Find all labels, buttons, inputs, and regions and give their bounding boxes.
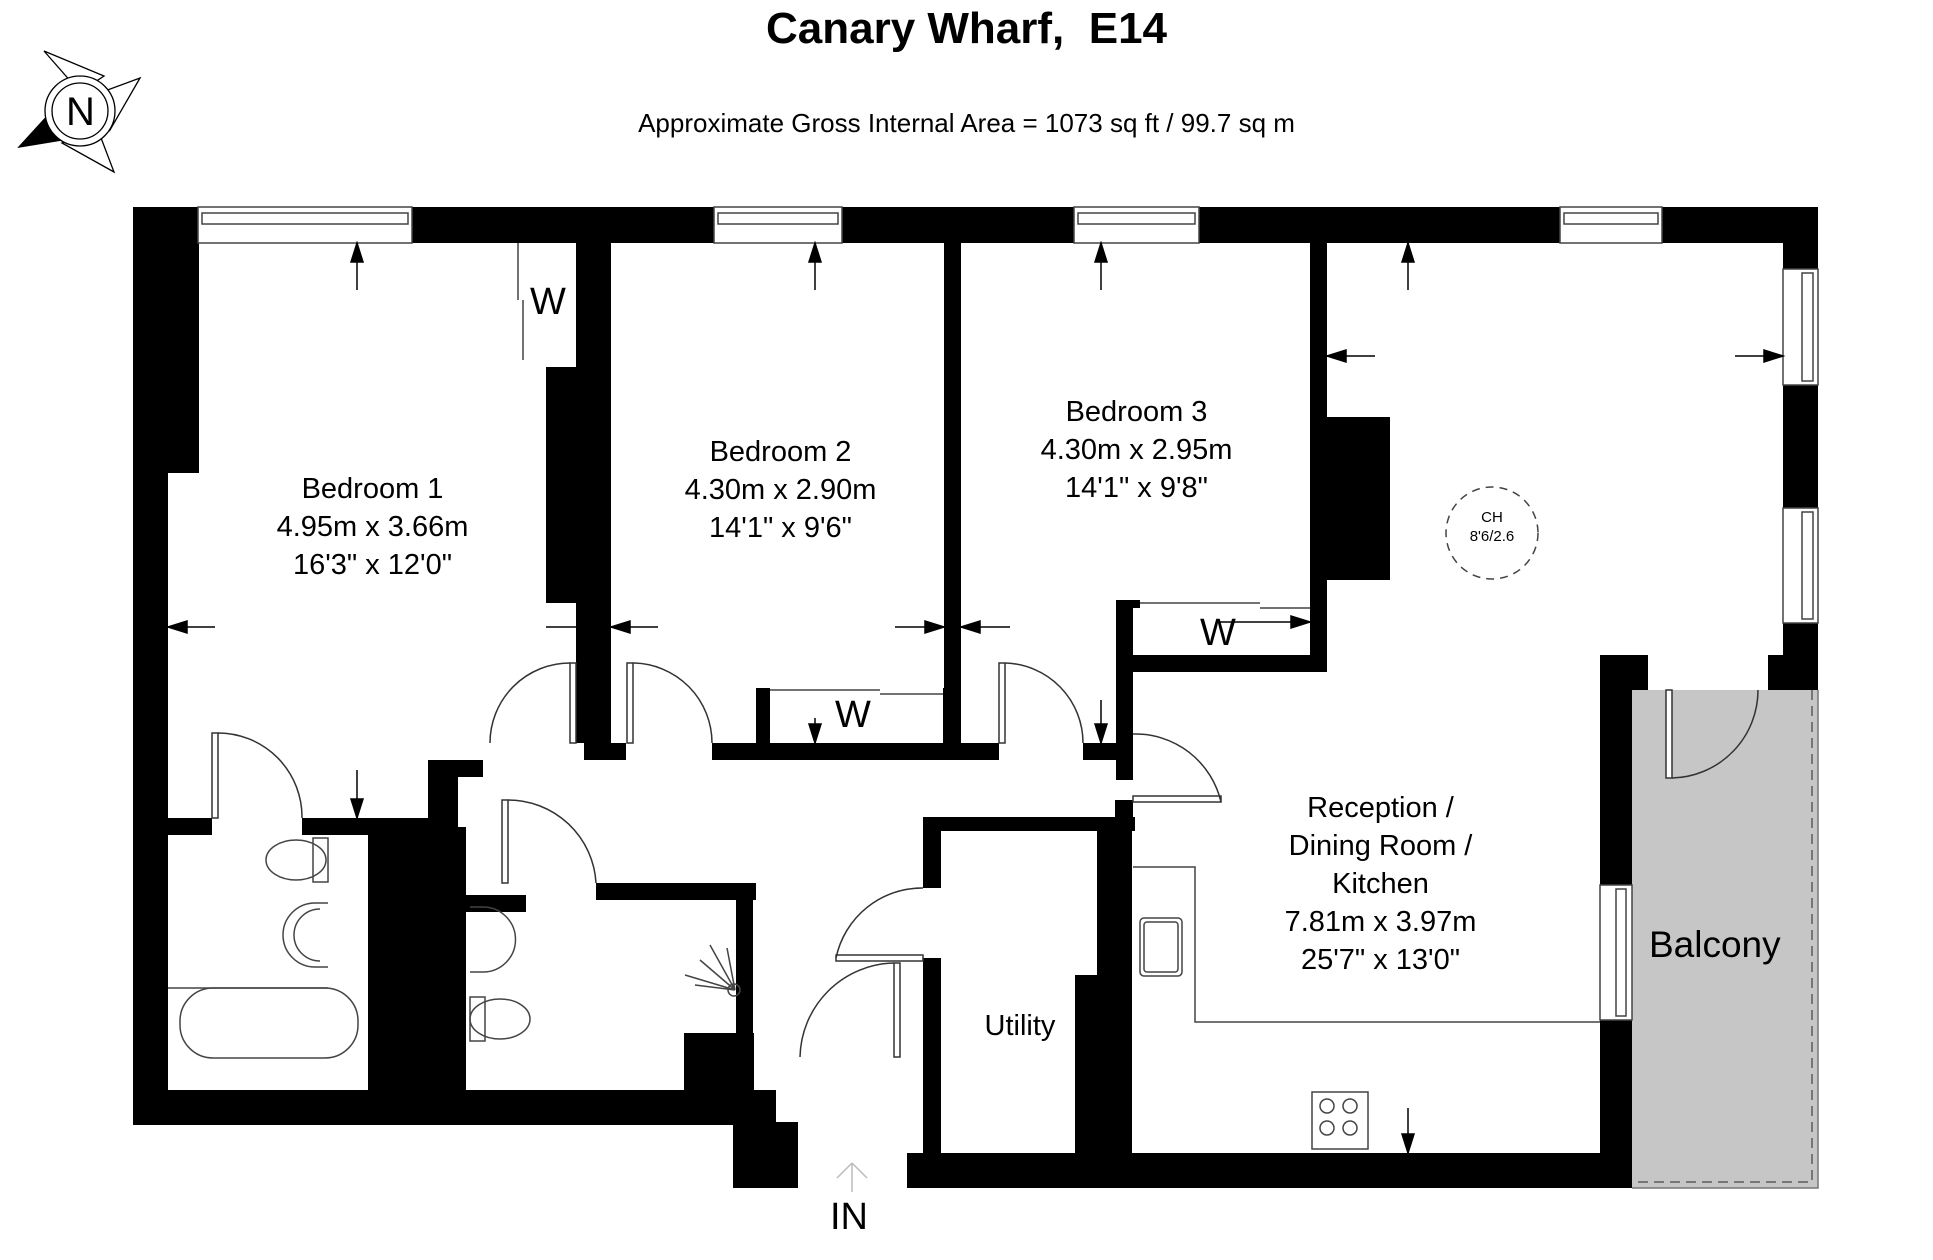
room-metric: 4.30m x 2.95m bbox=[1040, 434, 1233, 466]
wardrobe-label: W bbox=[835, 694, 871, 736]
room-label-balcony: Balcony bbox=[1649, 924, 1781, 965]
fixtures bbox=[168, 837, 1600, 1150]
wardrobe-label: W bbox=[1200, 612, 1236, 654]
gross-area-subtitle: Approximate Gross Internal Area = 1073 s… bbox=[638, 108, 1295, 138]
room-imperial: 16'3" x 12'0" bbox=[292, 549, 453, 581]
entrance-label: IN bbox=[830, 1196, 868, 1238]
room-name-line: Dining Room / bbox=[1288, 830, 1473, 862]
compass-north-label: N bbox=[66, 90, 95, 134]
entrance-arrow-icon bbox=[836, 1162, 868, 1192]
walls bbox=[133, 207, 1818, 1188]
room-name-line: Reception / bbox=[1307, 792, 1454, 824]
room-metric: 7.81m x 3.97m bbox=[1284, 906, 1477, 938]
room-label-bedroom-1: Bedroom 1 4.95m x 3.66m 16'3" x 12'0" bbox=[240, 470, 505, 584]
room-metric: 4.30m x 2.90m bbox=[684, 474, 877, 506]
page-title: Canary Wharf, E14 bbox=[765, 4, 1168, 53]
compass-icon bbox=[17, 50, 142, 174]
ceiling-height-label: CH 8'6/2.6 bbox=[1452, 508, 1532, 546]
room-name-line: Kitchen bbox=[1332, 868, 1429, 900]
room-name: Bedroom 2 bbox=[709, 436, 852, 468]
doors bbox=[211, 662, 1759, 1058]
ceiling-height-value: 8'6/2.6 bbox=[1469, 528, 1515, 545]
room-name: Utility bbox=[984, 1010, 1056, 1042]
dimension-arrows bbox=[165, 240, 1786, 1156]
ceiling-height-title: CH bbox=[1481, 509, 1503, 526]
room-name: Bedroom 3 bbox=[1065, 396, 1208, 428]
ceiling-height-marker bbox=[1445, 486, 1539, 580]
room-label-bedroom-3: Bedroom 3 4.30m x 2.95m 14'1" x 9'8" bbox=[1004, 393, 1269, 507]
balcony-area bbox=[1632, 690, 1819, 1189]
room-metric: 4.95m x 3.66m bbox=[276, 511, 469, 543]
room-imperial: 14'1" x 9'6" bbox=[709, 512, 852, 544]
room-imperial: 25'7" x 13'0" bbox=[1300, 944, 1461, 976]
room-label-reception: Reception / Dining Room / Kitchen 7.81m … bbox=[1248, 789, 1513, 979]
room-label-utility: Utility bbox=[960, 1007, 1080, 1045]
wardrobe-outlines bbox=[517, 243, 1310, 695]
room-name: Bedroom 1 bbox=[301, 473, 444, 505]
windows bbox=[197, 206, 1819, 1021]
room-label-bedroom-2: Bedroom 2 4.30m x 2.90m 14'1" x 9'6" bbox=[648, 433, 913, 547]
room-imperial: 14'1" x 9'8" bbox=[1065, 472, 1208, 504]
wardrobe-label: W bbox=[530, 281, 566, 323]
